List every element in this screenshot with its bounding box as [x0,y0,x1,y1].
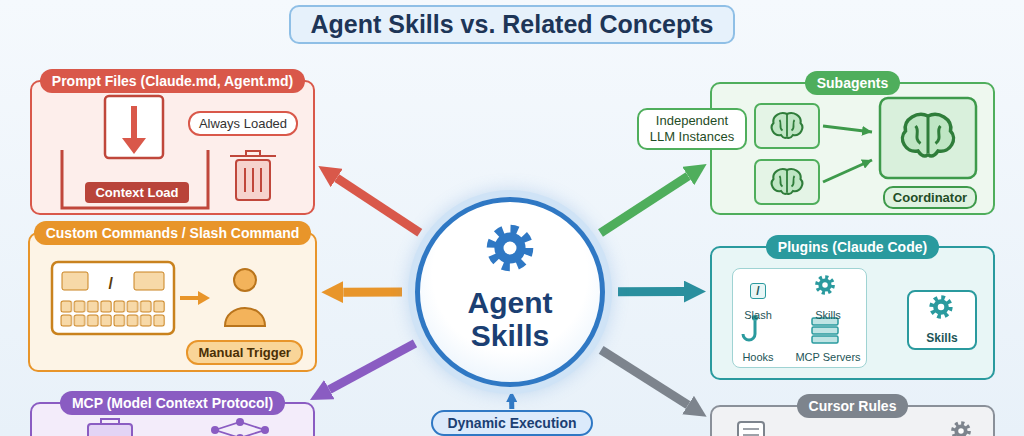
component-panel: / Slash SkillsHooks MCP Servers [732,268,867,368]
component-label: Slash [744,309,772,321]
header-label: Subagents [805,71,901,95]
label-text: Independent LLM Instances [645,113,739,144]
component-label: Skills [815,309,841,321]
text-wrap: Context Load [95,185,178,200]
connector-arrow [601,350,688,405]
text-wrap: Skills [815,309,841,321]
text-wrap: MCP Servers [795,351,860,363]
header-label: Cursor Rules [797,394,909,418]
component-label: / [750,283,765,299]
callout-bubble: Independent LLM Instances [637,108,747,149]
label-text: Always Loaded [199,116,287,131]
label-bar: Context Load [85,182,188,203]
header-label: MCP (Model Context Protocol) [60,391,285,415]
output-box: Skills [907,290,977,350]
connector-arrow [343,288,402,297]
concept-box: Plugins (Claude Code)/SlashSkillsHooksMC… [710,246,995,380]
text-wrap: Skills [909,331,975,345]
text-wrap: Independent LLM Instances [645,113,739,144]
concept-box: SubagentsIndependent LLM InstancesCoordi… [710,82,995,215]
text-wrap: / [750,283,765,299]
text-wrap: Coordinator [893,190,967,205]
text-wrap: / [108,275,112,293]
connector-arrow [329,343,415,389]
text-wrap: Hooks [742,351,773,363]
text-wrap: MCP (Model Context Protocol) [32,391,313,415]
concept-box: Custom Commands / Slash Command/Manual T… [28,232,318,372]
core-label: Agent Skills [448,286,572,352]
component-label: Hooks [742,351,773,363]
text-wrap: Dynamic Execution [447,415,576,431]
header-label: Custom Commands / Slash Command [34,221,312,245]
key-cap: / [97,272,123,296]
label-text: Dynamic Execution [447,415,576,431]
label-pill: Dynamic Execution [431,410,592,436]
text-wrap: Cursor Rules [712,394,993,418]
output-label: Skills [909,331,975,345]
header-label: Prompt Files (Claude.md, Agent.md) [40,69,305,93]
concept-box: Prompt Files (Claude.md, Agent.md)Always… [30,80,315,215]
diagram-title: Agent Skills vs. Related Concepts [289,5,736,44]
core-circle: Agent Skills [415,197,605,387]
concept-box: MCP (Model Context Protocol) [30,402,315,436]
text-wrap: Always Loaded [199,116,287,131]
label-text: Manual Trigger [198,345,290,360]
connector-arrow [618,287,684,296]
text-wrap: Manual Trigger [198,345,290,360]
label-pill: Coordinator [883,186,977,209]
label-text: / [108,275,112,293]
concept-box: Cursor Rules [710,405,995,436]
connector-arrow [601,176,689,233]
text-wrap: Plugins (Claude Code) [712,235,993,259]
text-wrap: Agent Skills [420,286,600,352]
header-label: Plugins (Claude Code) [766,235,939,259]
label-text: Context Load [95,185,178,200]
connector-arrow [337,178,420,233]
component-label: MCP Servers [795,351,860,363]
text-wrap: Prompt Files (Claude.md, Agent.md) [32,69,313,93]
label-text: Coordinator [893,190,967,205]
title-wrap: Agent Skills vs. Related Concepts [0,5,1024,44]
text-wrap: Custom Commands / Slash Command [30,221,316,245]
connector-arrow [509,402,514,409]
label-pill: Manual Trigger [186,340,302,365]
text-wrap: Subagents [712,71,993,95]
text-wrap: Slash [744,309,772,321]
callout-bubble: Always Loaded [188,111,298,136]
